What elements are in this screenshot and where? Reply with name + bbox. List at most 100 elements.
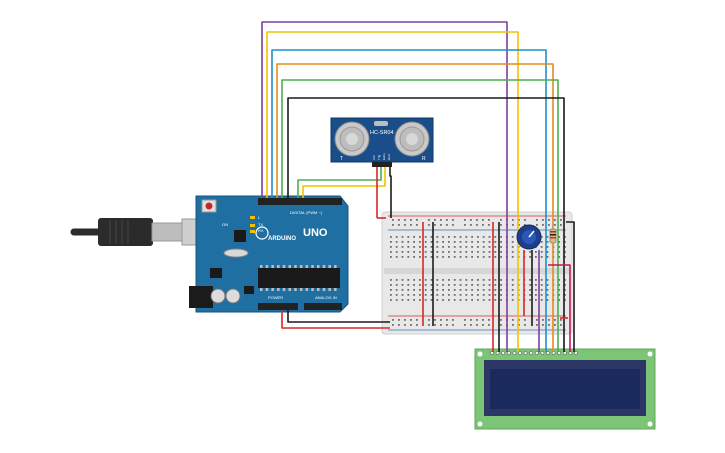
breadboard-hole xyxy=(407,236,410,238)
chip-pin xyxy=(305,288,309,291)
breadboard-hole xyxy=(546,241,549,243)
breadboard-hole xyxy=(395,256,398,258)
breadboard-hole xyxy=(428,324,430,326)
wire-yellow xyxy=(266,31,519,352)
breadboard-hole xyxy=(500,236,502,238)
wire-purple xyxy=(261,21,508,352)
breadboard-hole xyxy=(395,284,398,286)
breadboard-hole xyxy=(488,299,491,301)
breadboard-hole xyxy=(500,289,502,291)
breadboard-hole xyxy=(535,284,537,286)
lcd-pin xyxy=(518,351,522,355)
analog-label: ANALOG IN xyxy=(315,295,337,300)
breadboard-hole xyxy=(440,219,442,221)
breadboard-hole xyxy=(424,294,427,296)
breadboard-hole xyxy=(459,289,462,291)
breadboard-hole xyxy=(524,224,526,226)
wires xyxy=(261,21,575,352)
breadboard-hole xyxy=(448,284,450,286)
breadboard-hole xyxy=(494,289,497,291)
chip-pin xyxy=(322,265,326,268)
breadboard-hole xyxy=(476,224,478,226)
breadboard-hole xyxy=(546,246,549,248)
breadboard-hole xyxy=(482,241,485,243)
breadboard-hole xyxy=(540,294,543,296)
breadboard-hole xyxy=(488,294,491,296)
breadboard-hole xyxy=(430,284,433,286)
breadboard-hole xyxy=(564,256,566,258)
breadboard-hole xyxy=(453,251,456,253)
lcd-pin xyxy=(574,351,578,355)
breadboard-hole xyxy=(558,299,560,301)
lcd-pin-header xyxy=(490,351,578,355)
breadboard-hole xyxy=(419,299,421,301)
lcd-mount-hole xyxy=(647,351,653,357)
power-header xyxy=(258,303,298,310)
breadboard-hole xyxy=(392,324,394,326)
breadboard-hole xyxy=(436,241,439,243)
lcd-pin xyxy=(534,351,539,355)
chip-pin xyxy=(322,288,326,291)
breadboard-hole xyxy=(546,251,549,253)
breadboard-hole xyxy=(470,219,472,221)
breadboard-hole xyxy=(390,294,392,296)
wire-cyan xyxy=(271,49,547,352)
breadboard-hole xyxy=(390,251,392,253)
rx-led xyxy=(250,230,255,233)
regulator xyxy=(210,268,222,278)
breadboard-hole xyxy=(465,284,468,286)
breadboard-hole xyxy=(407,299,410,301)
wire-bb-black-right xyxy=(566,221,575,352)
breadboard-hole xyxy=(452,319,454,321)
breadboard-hole xyxy=(476,319,478,321)
breadboard-hole xyxy=(436,299,439,301)
breadboard-hole xyxy=(390,256,392,258)
breadboard-hole xyxy=(407,251,410,253)
breadboard-hole xyxy=(440,224,442,226)
breadboard-hole xyxy=(459,279,462,281)
breadboard-hole xyxy=(518,224,520,226)
chip-pin xyxy=(311,265,314,268)
breadboard-hole xyxy=(482,224,484,226)
breadboard-hole xyxy=(430,289,433,291)
breadboard-hole xyxy=(546,294,549,296)
chip-pins xyxy=(260,265,337,291)
breadboard-hole xyxy=(488,289,491,291)
breadboard-hole xyxy=(488,256,491,258)
breadboard-channel xyxy=(384,268,570,274)
breadboard-hole xyxy=(401,294,404,296)
breadboard-hole xyxy=(390,299,392,301)
breadboard-hole xyxy=(398,324,400,326)
breadboard-hole xyxy=(413,241,415,243)
breadboard-hole xyxy=(464,319,466,321)
breadboard-hole xyxy=(448,251,450,253)
breadboard-hole xyxy=(564,236,566,238)
breadboard-hole xyxy=(436,246,439,248)
breadboard-hole xyxy=(471,246,473,248)
on-label: ON xyxy=(222,222,228,227)
breadboard-hole xyxy=(546,284,549,286)
breadboard-hole xyxy=(558,236,560,238)
breadboard-hole xyxy=(558,241,560,243)
breadboard-hole xyxy=(410,219,412,221)
lcd-pin xyxy=(506,351,511,355)
breadboard-hole xyxy=(540,284,543,286)
chip-pin xyxy=(299,288,303,291)
breadboard-hole xyxy=(476,219,478,221)
breadboard-hole xyxy=(500,241,502,243)
breadboard-hole xyxy=(540,289,543,291)
breadboard-hole xyxy=(482,246,485,248)
breadboard-hole xyxy=(452,224,454,226)
breadboard-hole xyxy=(424,284,427,286)
capacitor xyxy=(225,288,241,304)
breadboard-hole xyxy=(476,324,478,326)
atmega-chip xyxy=(258,268,340,288)
breadboard-hole xyxy=(465,246,468,248)
breadboard-hole xyxy=(404,319,406,321)
breadboard-hole xyxy=(465,251,468,253)
breadboard-hole xyxy=(407,256,410,258)
breadboard-hole xyxy=(540,241,543,243)
breadboard-hole xyxy=(540,256,543,258)
lcd-screen xyxy=(490,369,640,409)
breadboard-hole xyxy=(401,256,404,258)
